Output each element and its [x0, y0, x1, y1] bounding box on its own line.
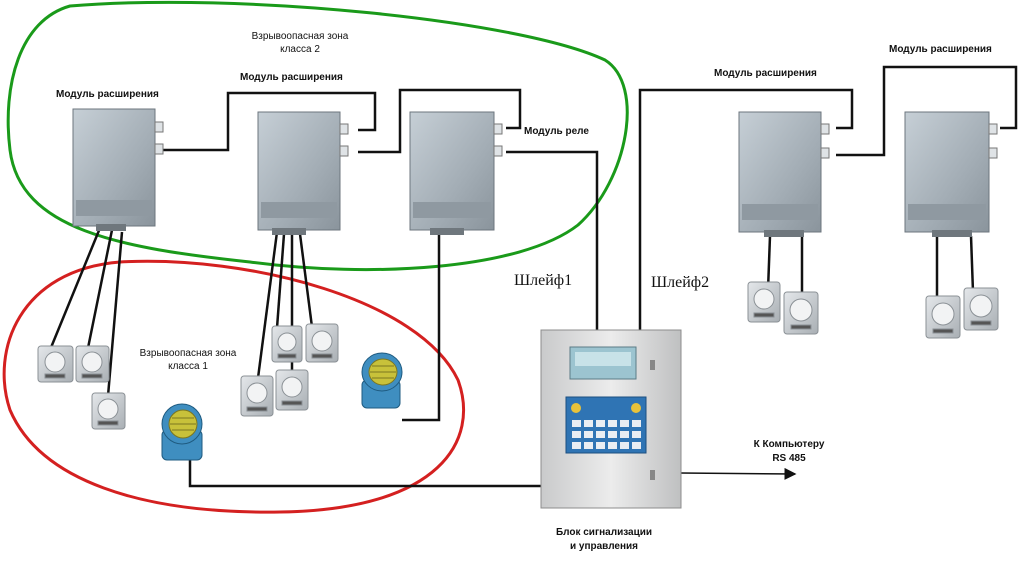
label-to-computer-line1: К Компьютеру: [753, 439, 825, 450]
sensor-4: [271, 325, 303, 363]
label-module-ext-3: Модуль расширения: [714, 68, 817, 79]
label-control-unit-line1: Блок сигнализации: [555, 527, 653, 538]
sensor-6: [240, 375, 274, 417]
module-expansion-1: [72, 108, 164, 231]
sensor-10: [925, 295, 961, 339]
sensor-group: [37, 281, 999, 430]
label-module-relay: Модуль реле: [524, 126, 589, 137]
sensor-3: [91, 392, 126, 430]
zone-class2-outline: [6, 0, 629, 272]
zone-class2-label: Взрывоопасная зона класса 2: [230, 30, 370, 56]
sensor-5: [305, 323, 339, 363]
sensor-8: [747, 281, 781, 323]
sensor-2: [75, 345, 110, 383]
zone-class1-label: Взрывоопасная зона класса 1: [118, 347, 258, 373]
zone-class1-outline: [2, 259, 466, 514]
zone-class1-line2: класса 1: [168, 361, 208, 372]
label-module-ext-1: Модуль расширения: [56, 89, 159, 100]
sensor-1: [37, 345, 74, 383]
module-expansion-4: [904, 111, 998, 237]
siren-right: [361, 352, 403, 409]
sensor-11: [963, 287, 999, 331]
sensor-7: [275, 369, 309, 411]
zone-class2-line1: Взрывоопасная зона: [251, 31, 349, 42]
label-to-computer: К Компьютеру RS 485: [744, 438, 834, 466]
label-loop1: Шлейф1: [514, 272, 573, 289]
sensor-9: [783, 291, 819, 335]
zone-class2-line2: класса 2: [280, 44, 320, 55]
siren-left: [161, 403, 203, 461]
label-control-unit: Блок сигнализации и управления: [536, 526, 672, 554]
label-module-ext-4: Модуль расширения: [889, 44, 992, 55]
label-to-computer-line2: RS 485: [772, 453, 806, 464]
zone-class1-line1: Взрывоопасная зона: [139, 348, 237, 359]
module-expansion-3: [738, 111, 830, 237]
control-panel: [540, 329, 682, 509]
label-module-ext-2: Модуль расширения: [240, 72, 343, 83]
module-expansion-2: [257, 111, 349, 235]
module-relay: [409, 111, 503, 235]
label-control-unit-line2: и управления: [569, 541, 639, 552]
rs485-arrow: [679, 467, 797, 480]
label-loop2: Шлейф2: [651, 274, 710, 291]
wiring: [48, 65, 1018, 488]
